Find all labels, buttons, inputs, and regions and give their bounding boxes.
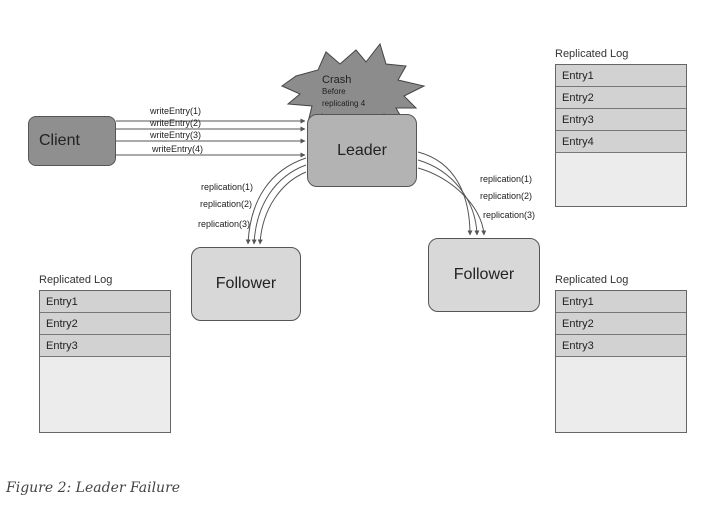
follower-right-label: Follower [453, 266, 515, 283]
log-entry: Entry3 [556, 335, 686, 357]
log-entry: Entry2 [556, 313, 686, 335]
replication-left-label-2: replication(2) [200, 199, 253, 209]
follower-right-log-box: Entry1 Entry2 Entry3 [555, 290, 687, 433]
log-empty-space [556, 153, 686, 206]
replication-left-label-3: replication(3) [198, 219, 251, 229]
replication-left-arrow-2 [251, 164, 307, 245]
follower-right-log-title: Replicated Log [555, 274, 629, 286]
leader-replicated-log: Replicated Log Entry1 Entry2 Entry3 Entr… [555, 46, 687, 207]
log-entry: Entry1 [556, 65, 686, 87]
crash-label: Crash Before replicating 4 [322, 74, 365, 110]
log-entry: Entry2 [40, 313, 170, 335]
write-label-3: writeEntry(3) [150, 130, 202, 140]
replication-right-label-1: replication(1) [480, 174, 533, 184]
write-arrows [116, 118, 306, 158]
follower-left-replicated-log: Replicated Log Entry1 Entry2 Entry3 [39, 272, 171, 433]
log-entry: Entry4 [556, 131, 686, 153]
leader-node: Leader [307, 114, 417, 187]
figure-caption: Figure 2: Leader Failure [6, 480, 181, 496]
write-label-1: writeEntry(1) [150, 106, 202, 116]
write-label-2: writeEntry(2) [150, 118, 202, 128]
log-entry: Entry2 [556, 87, 686, 109]
replication-left-arrow-1 [245, 157, 307, 245]
follower-left-node: Follower [191, 247, 301, 321]
client-label: Client [39, 132, 80, 149]
replication-arrows-left [245, 157, 307, 245]
write-label-4: writeEntry(4) [152, 144, 204, 154]
leader-label: Leader [337, 141, 387, 159]
log-entry: Entry1 [556, 291, 686, 313]
log-empty-space [40, 357, 170, 432]
leader-log-box: Entry1 Entry2 Entry3 Entry4 [555, 64, 687, 207]
log-entry: Entry3 [40, 335, 170, 357]
follower-right-replicated-log: Replicated Log Entry1 Entry2 Entry3 [555, 272, 687, 433]
replication-arrows-right [417, 151, 487, 236]
crash-line1: Before [322, 87, 346, 96]
log-entry: Entry1 [40, 291, 170, 313]
replication-left-arrow-3 [257, 171, 307, 245]
follower-left-log-box: Entry1 Entry2 Entry3 [39, 290, 171, 433]
replication-right-arrow-3 [417, 167, 487, 236]
log-entry: Entry3 [556, 109, 686, 131]
replication-right-arrow-1 [417, 151, 473, 236]
replication-right-label-2: replication(2) [480, 191, 533, 201]
crash-title: Crash [322, 74, 352, 86]
replication-right-arrow-2 [417, 159, 480, 236]
leader-log-title: Replicated Log [555, 48, 629, 60]
follower-left-label: Follower [215, 275, 277, 292]
replication-left-label-1: replication(1) [201, 182, 254, 192]
crash-line2: replicating 4 [322, 99, 366, 108]
client-node: Client [28, 116, 116, 166]
log-empty-space [556, 357, 686, 432]
replication-right-label-3: replication(3) [483, 210, 536, 220]
follower-left-log-title: Replicated Log [39, 274, 113, 286]
follower-right-node: Follower [428, 238, 540, 312]
